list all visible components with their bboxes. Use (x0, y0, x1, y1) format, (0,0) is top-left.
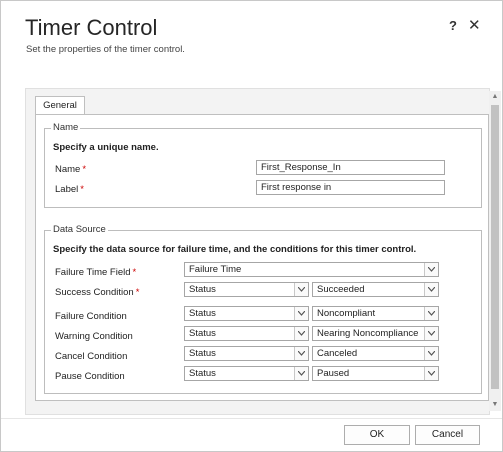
pause-condition-label: Pause Condition (55, 371, 125, 382)
general-tab-panel: Name Specify a unique name. Name* First_… (35, 114, 489, 401)
chevron-down-icon[interactable] (424, 307, 438, 320)
required-marker: * (80, 184, 84, 195)
chevron-down-icon[interactable] (424, 263, 438, 276)
failure-time-field-select[interactable]: Failure Time (184, 262, 439, 277)
label-label: Label* (55, 184, 84, 195)
vertical-scrollbar[interactable]: ▲ ▼ (489, 91, 501, 411)
chevron-down-icon[interactable] (424, 327, 438, 340)
pause-condition-value-select[interactable]: Paused (312, 366, 439, 381)
tab-general[interactable]: General (35, 96, 85, 115)
cancel-condition-field-select[interactable]: Status (184, 346, 309, 361)
warning-condition-label: Warning Condition (55, 331, 133, 342)
name-label: Name* (55, 164, 87, 175)
footer-divider (1, 418, 502, 419)
chevron-down-icon[interactable] (294, 327, 308, 340)
chevron-down-icon[interactable] (424, 367, 438, 380)
data-source-description: Specify the data source for failure time… (53, 244, 417, 255)
success-condition-field-select[interactable]: Status (184, 282, 309, 297)
name-group: Name Specify a unique name. Name* First_… (44, 122, 482, 208)
name-group-legend: Name (51, 122, 81, 133)
required-marker: * (82, 164, 87, 175)
dialog-subtitle: Set the properties of the timer control. (26, 44, 185, 55)
close-button[interactable]: ✕ (468, 17, 481, 34)
warning-condition-field-select[interactable]: Status (184, 326, 309, 341)
success-condition-value-select[interactable]: Succeeded (312, 282, 439, 297)
dialog-title: Timer Control (25, 15, 158, 40)
required-marker: * (135, 287, 140, 298)
scroll-down-arrow-icon[interactable]: ▼ (491, 401, 499, 408)
chevron-down-icon[interactable] (424, 283, 438, 296)
failure-time-field-label: Failure Time Field* (55, 267, 137, 278)
name-field[interactable]: First_Response_In (256, 160, 445, 175)
chevron-down-icon[interactable] (294, 283, 308, 296)
chevron-down-icon[interactable] (294, 367, 308, 380)
label-field[interactable]: First response in (256, 180, 445, 195)
cancel-condition-value-select[interactable]: Canceled (312, 346, 439, 361)
help-button[interactable]: ? (449, 18, 457, 33)
data-source-group: Data Source Specify the data source for … (44, 224, 482, 394)
cancel-condition-label: Cancel Condition (55, 351, 128, 362)
chevron-down-icon[interactable] (294, 347, 308, 360)
scroll-up-arrow-icon[interactable]: ▲ (491, 93, 499, 100)
warning-condition-value-select[interactable]: Nearing Noncompliance (312, 326, 439, 341)
name-group-description: Specify a unique name. (53, 142, 159, 153)
chevron-down-icon[interactable] (294, 307, 308, 320)
failure-condition-field-select[interactable]: Status (184, 306, 309, 321)
data-source-legend: Data Source (51, 224, 108, 235)
ok-button[interactable]: OK (344, 425, 410, 445)
cancel-button[interactable]: Cancel (415, 425, 480, 445)
success-condition-label: Success Condition* (55, 287, 140, 298)
scrollbar-thumb[interactable] (491, 105, 499, 389)
failure-condition-value-select[interactable]: Noncompliant (312, 306, 439, 321)
failure-condition-label: Failure Condition (55, 311, 127, 322)
required-marker: * (132, 267, 137, 278)
chevron-down-icon[interactable] (424, 347, 438, 360)
pause-condition-field-select[interactable]: Status (184, 366, 309, 381)
